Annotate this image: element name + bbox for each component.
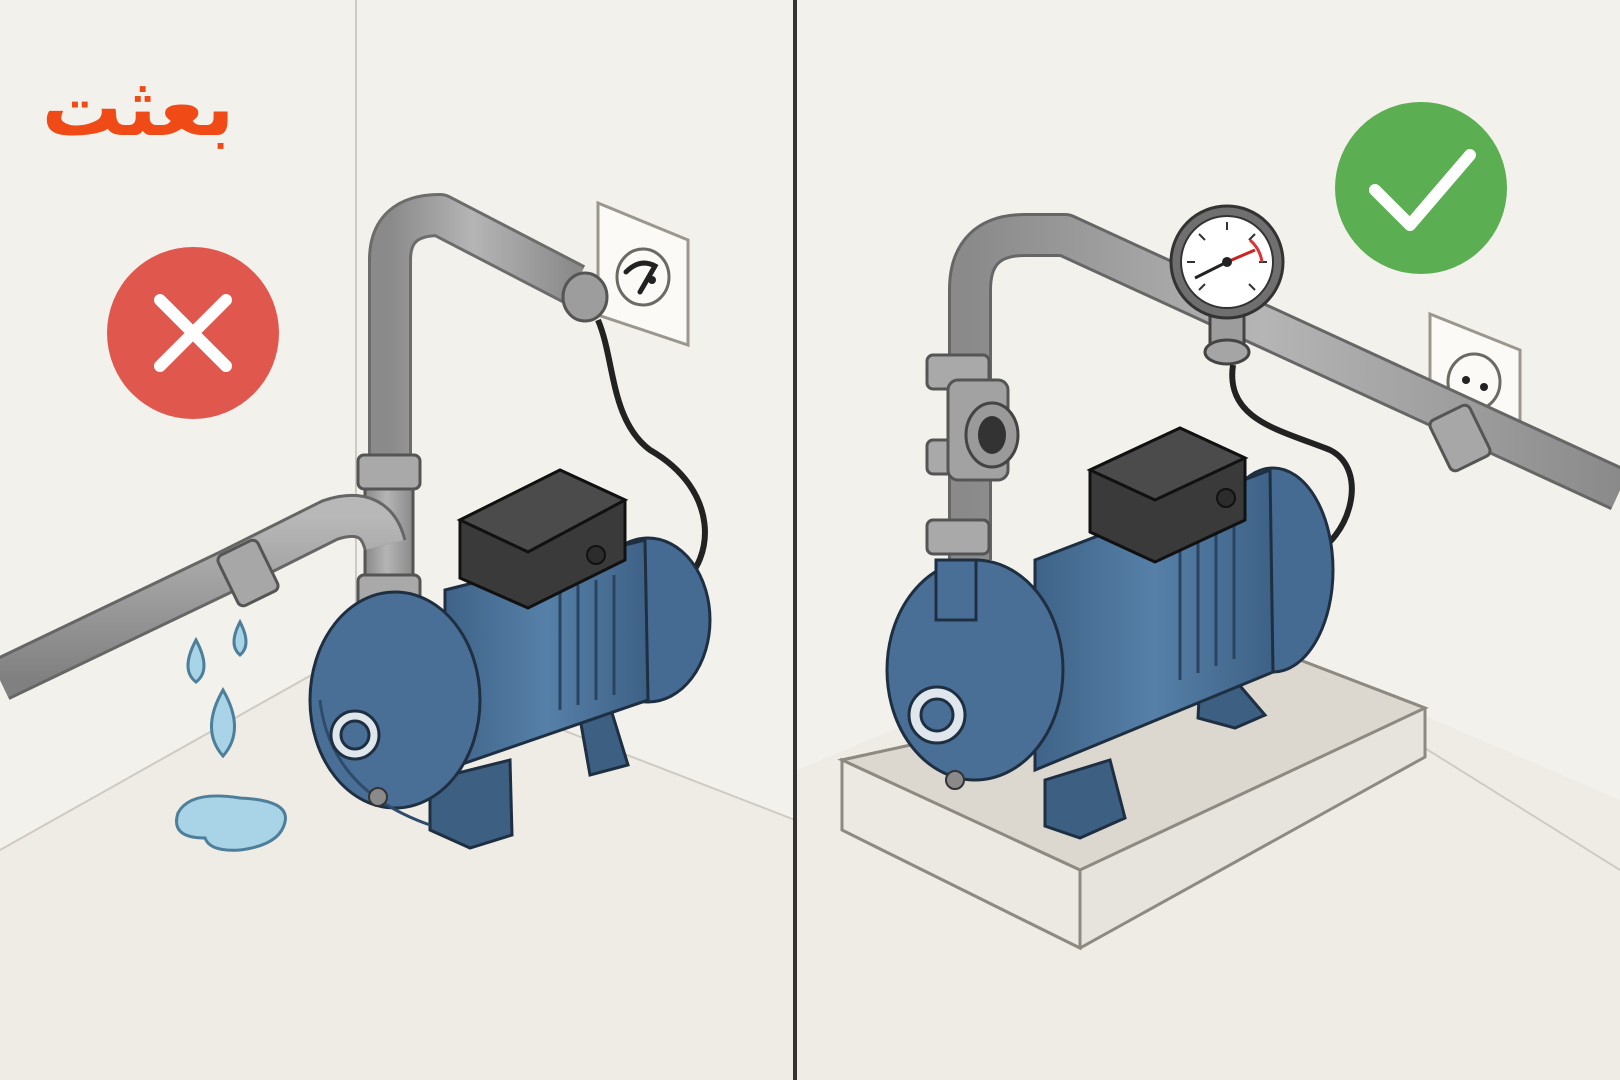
brand-logo: بعثت [42, 61, 235, 154]
pump-right [885, 426, 1335, 840]
brand-logo-text: بعثت [42, 61, 235, 154]
wall-outlet-icon [596, 200, 690, 348]
check-mark-icon [1335, 102, 1507, 274]
pump-on-floor [308, 468, 712, 850]
pressure-gauge-icon [1169, 204, 1285, 366]
water-leak-drops-icon [186, 618, 248, 759]
x-mark-icon [107, 247, 279, 419]
water-puddle-icon [175, 794, 287, 852]
union-valve-fitting [946, 378, 1020, 482]
incorrect-panel: بعثت [0, 0, 796, 1080]
correct-panel [797, 102, 1620, 1080]
pipe-left [0, 193, 609, 700]
